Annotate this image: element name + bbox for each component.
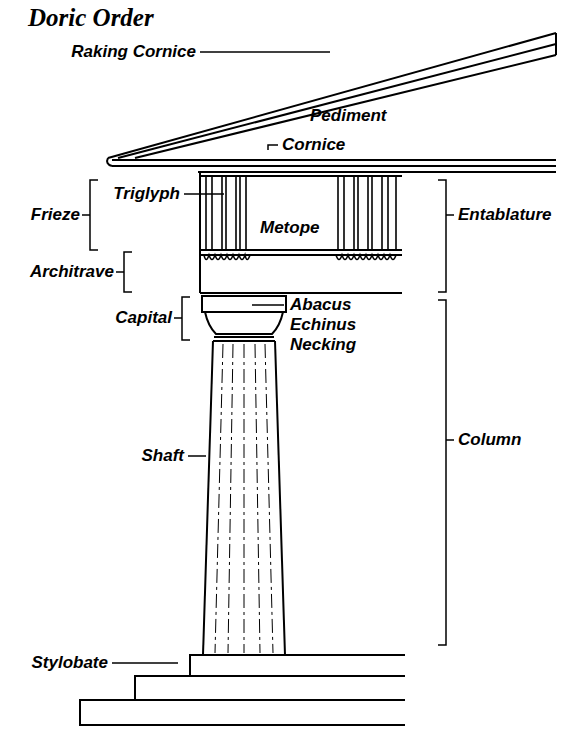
part-label: Metope	[260, 218, 320, 238]
part-label: Entablature	[458, 205, 552, 225]
part-label: Cornice	[282, 135, 345, 155]
part-label: Shaft	[142, 446, 185, 466]
part-label: Triglyph	[113, 184, 180, 204]
triglyphs	[204, 176, 396, 260]
part-label: Echinus	[290, 315, 356, 335]
part-label: Stylobate	[31, 653, 108, 673]
part-label: Frieze	[31, 205, 80, 225]
steps	[80, 655, 405, 725]
brackets	[82, 180, 454, 645]
part-label: Architrave	[30, 262, 114, 282]
entablature	[200, 172, 402, 293]
part-label: Column	[458, 430, 521, 450]
part-label: Pediment	[310, 106, 387, 126]
part-label: Capital	[115, 308, 172, 328]
flutes	[215, 344, 273, 653]
shaft	[203, 341, 285, 655]
part-label: Necking	[290, 335, 356, 355]
part-label: Abacus	[290, 295, 351, 315]
capital	[202, 296, 286, 341]
part-label: Raking Cornice	[71, 42, 196, 62]
cornice	[112, 160, 556, 172]
diagram-title: Doric Order	[28, 4, 154, 32]
